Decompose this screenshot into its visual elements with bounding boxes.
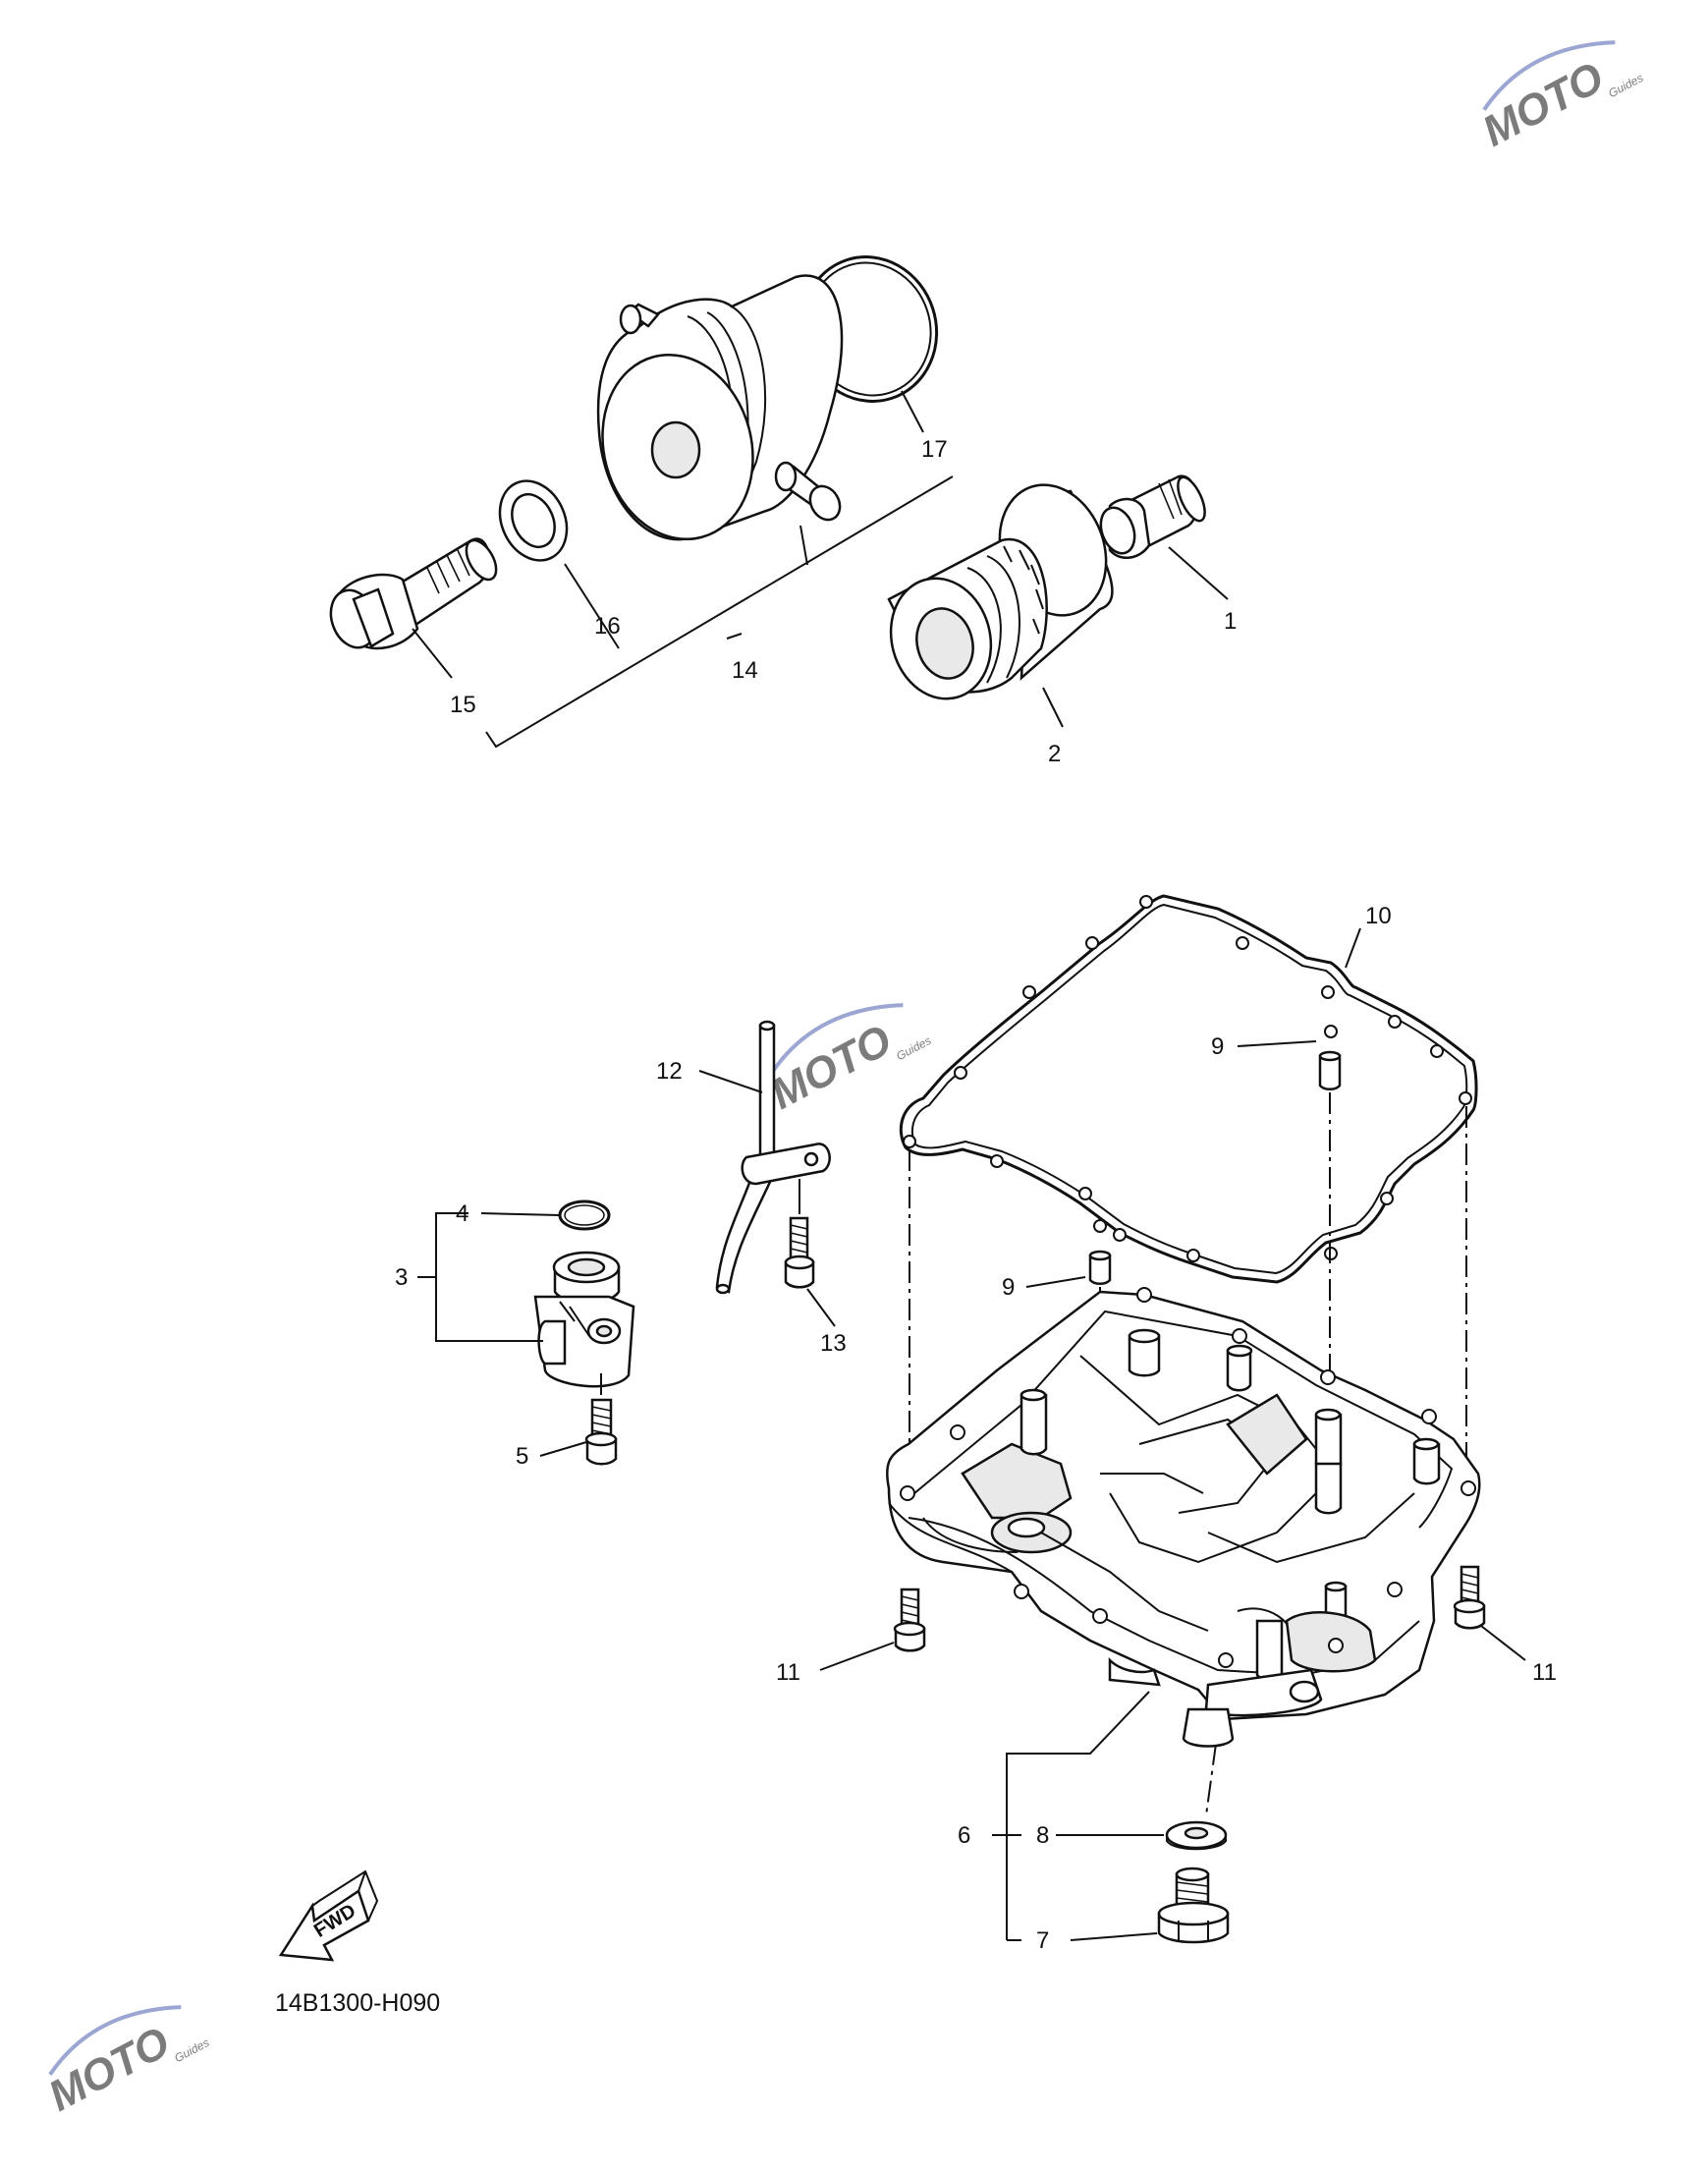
- part-8-washer: [1165, 1820, 1228, 1851]
- part-11-bolt-right: [1453, 1565, 1486, 1630]
- pipe-leaders: [698, 1070, 836, 1327]
- callout-13: 13: [820, 1330, 847, 1357]
- callout-7: 7: [1036, 1927, 1049, 1954]
- svg-text:MOTO: MOTO: [41, 2018, 178, 2121]
- callout-4: 4: [456, 1200, 468, 1227]
- callout-12: 12: [656, 1058, 683, 1085]
- callout-3: 3: [395, 1264, 408, 1291]
- svg-text:Guides: Guides: [172, 2036, 211, 2065]
- callout-10: 10: [1365, 903, 1392, 929]
- pan-leaders: [819, 927, 1526, 1941]
- callout-6: 6: [958, 1822, 970, 1849]
- part-7-drain-bolt: [1157, 1867, 1230, 1944]
- part-4-o-ring: [558, 1199, 611, 1231]
- part-12-oil-pipe: [715, 1020, 831, 1295]
- part-10-oil-pan-gasket: [899, 894, 1478, 1284]
- callout-17: 17: [921, 436, 948, 463]
- callout-8: 8: [1036, 1822, 1049, 1849]
- callout-15: 15: [450, 692, 476, 718]
- callout-2: 2: [1048, 741, 1061, 767]
- part-9-dowel-pin-lower: [1088, 1250, 1112, 1285]
- svg-text:Guides: Guides: [894, 1033, 933, 1063]
- callout-11-right: 11: [1532, 1659, 1557, 1686]
- diagram-code: 14B1300-H090: [275, 1989, 440, 2017]
- part-15-union-bolt: [329, 537, 498, 650]
- callout-5: 5: [516, 1443, 528, 1470]
- watermark-top-right: MOTO Guides: [1475, 40, 1645, 156]
- callout-11-left: 11: [776, 1659, 800, 1686]
- svg-text:MOTO: MOTO: [763, 1016, 900, 1119]
- callout-9-upper: 9: [1211, 1033, 1224, 1060]
- callout-labels: 1 2 3 4 5 6 7 8 9 9 10 11 11 12 13 14 15…: [395, 436, 1557, 1954]
- callout-9-lower: 9: [1002, 1274, 1015, 1301]
- part-14-oil-cooler: [596, 274, 844, 541]
- part-2-oil-filter: [887, 483, 1114, 700]
- left-group-leaders: [417, 1212, 602, 1457]
- part-16-washer: [498, 479, 569, 562]
- watermark-bottom-left: MOTO Guides: [41, 2005, 211, 2121]
- callout-1: 1: [1224, 608, 1237, 635]
- svg-text:Guides: Guides: [1606, 71, 1645, 100]
- part-13-bolt: [784, 1216, 815, 1289]
- fwd-arrow-icon: FWD: [278, 1869, 379, 1962]
- top-group-leaders: [412, 390, 1229, 749]
- part-11-bolt-left: [893, 1588, 926, 1652]
- part-3-assembly: [533, 1251, 635, 1388]
- watermark-center: MOTO Guides: [763, 1003, 933, 1119]
- svg-text:MOTO: MOTO: [1475, 53, 1612, 156]
- oil-pan: [885, 1287, 1481, 1748]
- part-9-dowel-pin-upper: [1318, 1050, 1342, 1090]
- part-5-bolt: [584, 1398, 618, 1466]
- callout-14: 14: [732, 657, 758, 684]
- callout-16: 16: [594, 613, 621, 640]
- part-1-filter-union: [1099, 474, 1206, 559]
